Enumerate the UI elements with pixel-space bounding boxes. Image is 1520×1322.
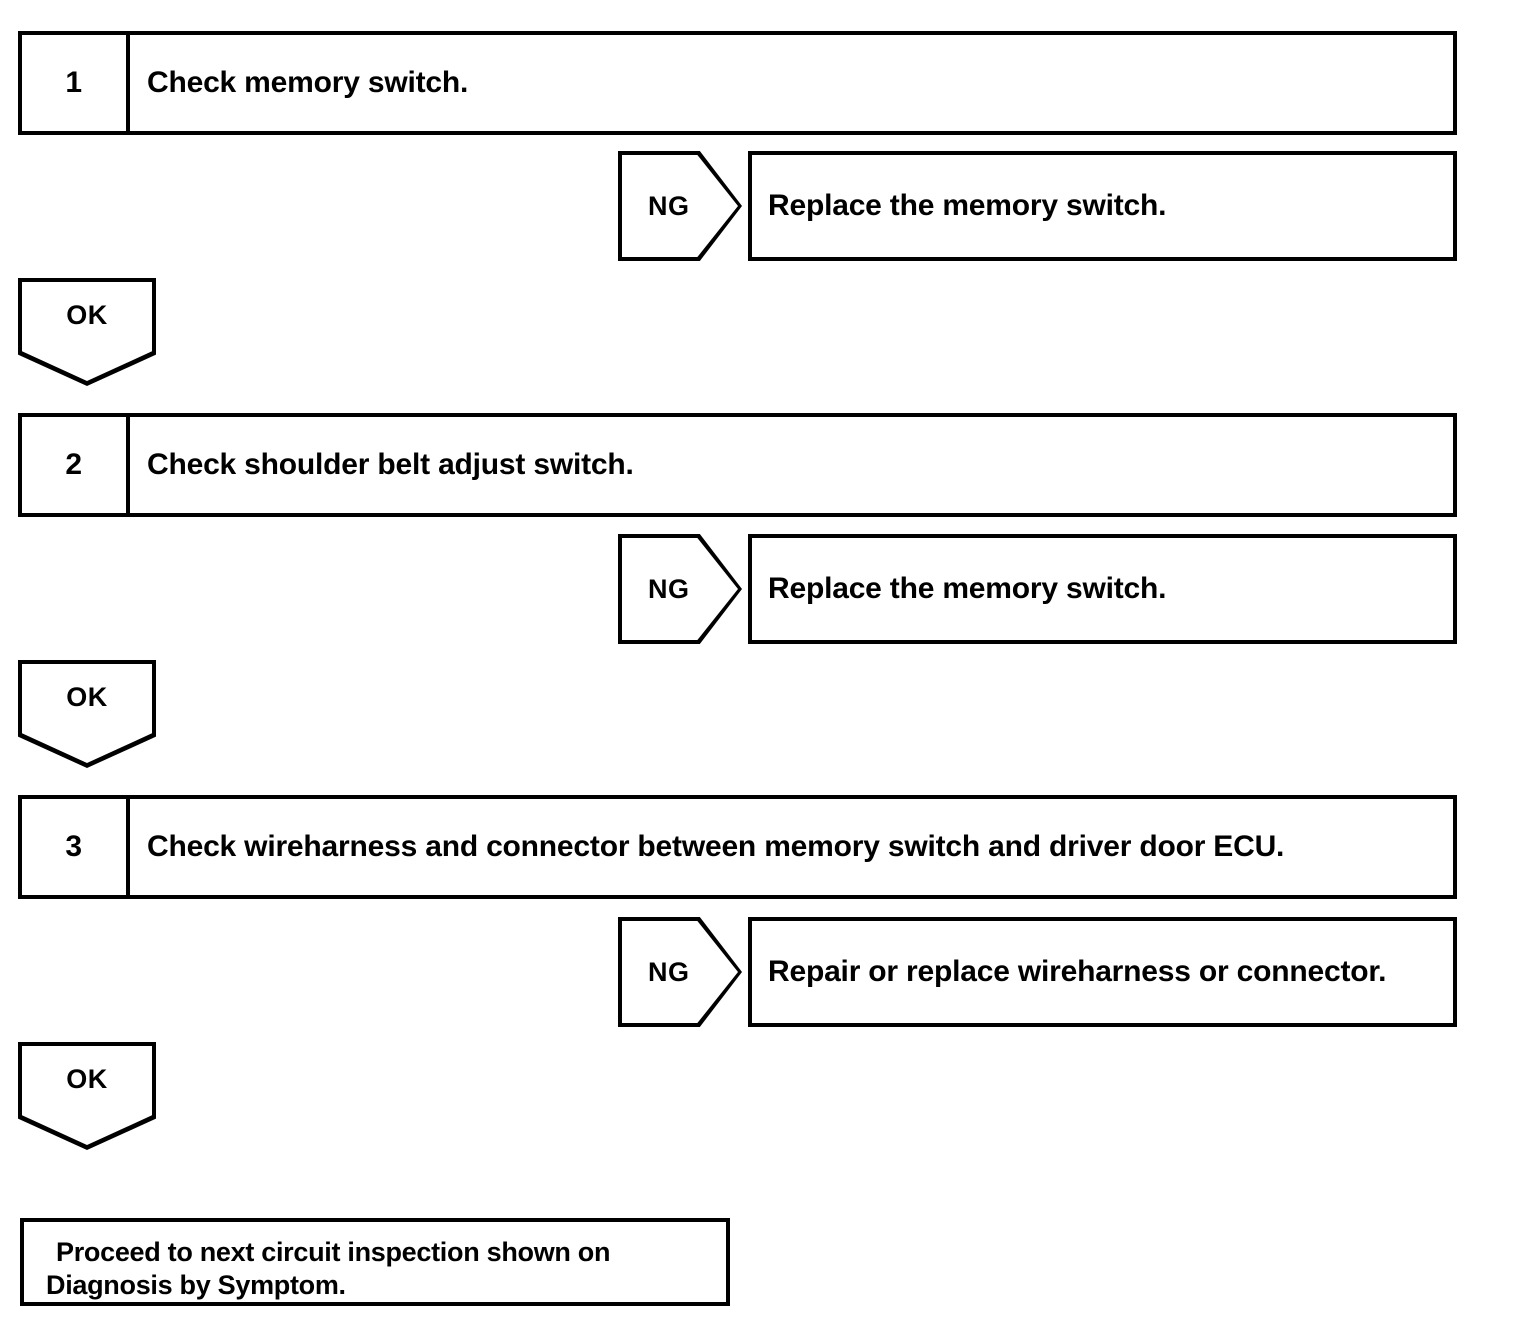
step-text-1: Check memory switch.: [147, 66, 469, 99]
ok-arrow-1-inner: [22, 282, 152, 381]
ng-arrow-1: NG: [618, 151, 742, 261]
step-box-1: 1 Check memory switch.: [18, 31, 1457, 135]
ok-arrow-3: OK: [18, 1042, 156, 1150]
ok-label-3: OK: [66, 1064, 108, 1094]
ok-arrow-1: OK: [18, 278, 156, 386]
final-line-1: Proceed to next circuit inspection shown…: [56, 1237, 611, 1267]
ng-arrow-2-inner: NG: [622, 538, 738, 640]
step-number-1: 1: [22, 35, 130, 131]
final-line-2: Diagnosis by Symptom.: [46, 1269, 346, 1300]
ng-result-text-1: Replace the memory switch.: [768, 189, 1167, 222]
ng-label-3: NG: [648, 956, 690, 987]
step-number-3: 3: [22, 799, 130, 895]
step-box-3: 3 Check wireharness and connector betwee…: [18, 795, 1457, 899]
ng-arrow-3: NG: [618, 917, 742, 1027]
ng-arrow-3-inner: NG: [622, 921, 738, 1023]
step-box-2: 2 Check shoulder belt adjust switch.: [18, 413, 1457, 517]
ok-arrow-2-inner: [22, 664, 152, 763]
ng-result-box-3: Repair or replace wireharness or connect…: [748, 917, 1457, 1027]
ng-arrow-1-inner: NG: [622, 155, 738, 257]
ng-arrow-2: NG: [618, 534, 742, 644]
ok-label-2: OK: [66, 682, 108, 712]
step-text-2: Check shoulder belt adjust switch.: [147, 448, 634, 481]
ng-result-text-3: Repair or replace wireharness or connect…: [768, 955, 1387, 988]
ng-result-text-2: Replace the memory switch.: [768, 572, 1167, 605]
ng-result-box-1: Replace the memory switch.: [748, 151, 1457, 261]
ok-arrow-2: OK: [18, 660, 156, 768]
ok-label-1: OK: [66, 300, 108, 330]
final-proceed-box: Proceed to next circuit inspection shown…: [20, 1218, 730, 1306]
ng-label-1: NG: [648, 190, 690, 221]
ng-result-box-2: Replace the memory switch.: [748, 534, 1457, 644]
ok-arrow-3-inner: [22, 1046, 152, 1145]
step-text-3: Check wireharness and connector between …: [147, 830, 1285, 863]
ng-label-2: NG: [648, 573, 690, 604]
step-number-2: 2: [22, 417, 130, 513]
